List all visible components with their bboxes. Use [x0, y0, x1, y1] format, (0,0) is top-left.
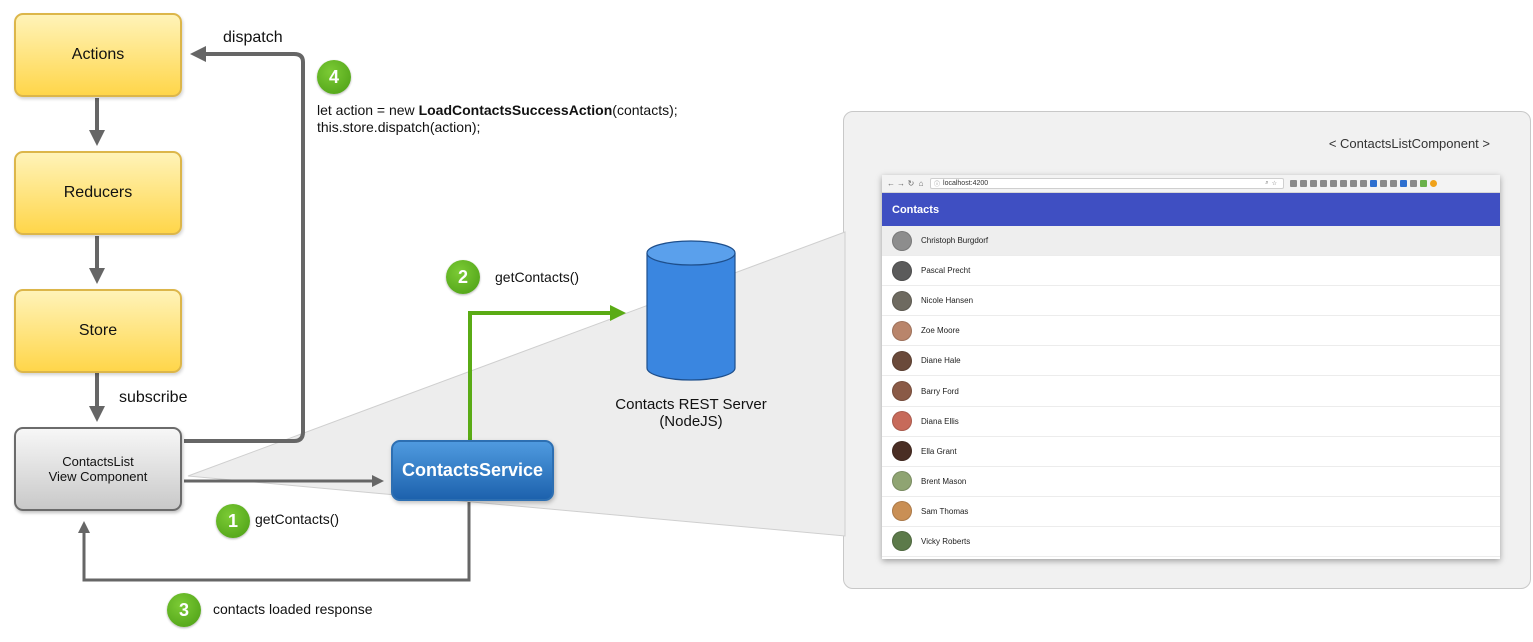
contact-name: Diane Hale	[921, 356, 961, 366]
reducers-box: Reducers	[14, 151, 182, 235]
step-badge-2: 2	[446, 260, 480, 294]
component-tag: < ContactsListComponent >	[1328, 136, 1490, 151]
avatar	[892, 350, 912, 371]
contact-list-item[interactable]: Ella Grant	[882, 437, 1500, 467]
actions-box: Actions	[14, 13, 182, 97]
forward-icon[interactable]: →	[897, 179, 905, 188]
avatar	[892, 381, 912, 402]
code-line-2: this.store.dispatch(action);	[317, 119, 481, 135]
contact-list-item[interactable]: Zoe Moore	[882, 316, 1500, 347]
avatar	[892, 230, 912, 251]
arrow-dispatch	[184, 46, 305, 443]
view-component-box: ContactsList View Component	[14, 427, 182, 511]
step-2-label: getContacts()	[495, 269, 580, 285]
store-box: Store	[14, 289, 182, 373]
actions-label: Actions	[71, 46, 125, 63]
code-line-1: let action = new LoadContactsSuccessActi…	[317, 102, 678, 119]
contact-list-item[interactable]: Diane Hale	[882, 346, 1500, 377]
extension-icon[interactable]	[1390, 180, 1397, 187]
extension-icon[interactable]	[1330, 180, 1337, 187]
avatar	[892, 501, 912, 522]
contact-list-item[interactable]: Brent Mason	[882, 467, 1500, 497]
address-bar[interactable]: ⓘ localhost:4200 ⌕ ☆	[930, 178, 1284, 189]
contact-name: Christoph Burgdorf	[921, 236, 989, 246]
contact-list-item[interactable]: Nicole Hansen	[882, 286, 1500, 317]
extension-icon[interactable]	[1290, 180, 1297, 187]
avatar	[892, 471, 912, 492]
subscribe-label: subscribe	[119, 389, 188, 406]
contact-name: Nicole Hansen	[921, 296, 974, 306]
avatar	[892, 260, 912, 281]
contact-name: Brent Mason	[921, 476, 967, 486]
step-1-label: getContacts()	[255, 511, 340, 527]
browser-toolbar: ← → ↻ ⌂ ⓘ localhost:4200 ⌕ ☆	[882, 175, 1500, 193]
extension-icon[interactable]	[1310, 180, 1317, 187]
contact-name: Ella Grant	[921, 446, 957, 456]
server-name: Contacts REST Server	[615, 396, 767, 413]
avatar	[892, 441, 912, 462]
database-cylinder	[646, 240, 736, 381]
extension-icon[interactable]	[1360, 180, 1367, 187]
contact-list-item[interactable]: Diana Ellis	[882, 407, 1500, 437]
reducers-label: Reducers	[63, 184, 133, 201]
contacts-service-box: ContactsService	[391, 440, 554, 501]
contacts-service-label: ContactsService	[401, 460, 544, 480]
step-badge-3: 3	[167, 593, 201, 627]
view-component-label-line1: ContactsList	[62, 454, 134, 469]
back-icon[interactable]: ←	[887, 179, 895, 188]
contact-list-item[interactable]: Barry Ford	[882, 376, 1500, 407]
extension-icon[interactable]	[1350, 180, 1357, 187]
server-label: Contacts REST Server (NodeJS)	[590, 396, 792, 430]
contact-list-item[interactable]: Vicky Roberts	[882, 527, 1500, 558]
address-url: localhost:4200	[943, 180, 989, 187]
avatar	[892, 411, 912, 432]
extension-icon[interactable]	[1410, 180, 1417, 187]
home-icon[interactable]: ⌂	[918, 179, 924, 188]
avatar	[892, 531, 912, 552]
app-toolbar: Contacts	[882, 193, 1500, 226]
contact-name: Vicky Roberts	[921, 536, 971, 546]
extension-icon[interactable]	[1340, 180, 1347, 187]
code-line-1-prefix: let action = new	[317, 102, 419, 118]
app-toolbar-title: Contacts	[892, 203, 940, 216]
dispatch-label: dispatch	[223, 29, 283, 46]
extension-icons	[1290, 180, 1437, 187]
arrow-service-to-server	[468, 305, 626, 440]
step-badge-4: 4	[317, 60, 351, 94]
contact-list-item[interactable]: Christoph Burgdorf	[882, 226, 1500, 257]
extension-icon[interactable]	[1420, 180, 1427, 187]
store-label: Store	[78, 322, 118, 339]
contact-name: Pascal Precht	[921, 266, 971, 276]
step-badge-1: 1	[216, 504, 250, 538]
code-line-1-suffix: (contacts);	[612, 102, 678, 118]
server-runtime: (NodeJS)	[659, 413, 723, 430]
extension-icon[interactable]	[1400, 180, 1407, 187]
contact-name: Diana Ellis	[921, 416, 959, 426]
zoom-icon[interactable]: ⌕	[1265, 180, 1269, 186]
contact-name: Zoe Moore	[921, 326, 960, 336]
contact-name: Barry Ford	[921, 386, 959, 396]
extension-icon[interactable]	[1430, 180, 1437, 187]
contact-list-item[interactable]: Pascal Precht	[882, 256, 1500, 287]
dispatch-code: let action = new LoadContactsSuccessActi…	[317, 102, 678, 136]
code-line-1-action-class: LoadContactsSuccessAction	[418, 102, 613, 118]
contact-list-item[interactable]: Sam Thomas	[882, 497, 1500, 527]
extension-icon[interactable]	[1300, 180, 1307, 187]
extension-icon[interactable]	[1320, 180, 1327, 187]
step-3-label: contacts loaded response	[213, 601, 373, 617]
contacts-list: Christoph Burgdorf Pascal Precht Nicole …	[882, 226, 1500, 558]
contact-name: Sam Thomas	[921, 506, 969, 516]
star-icon[interactable]: ☆	[1271, 181, 1277, 187]
avatar	[892, 320, 912, 341]
arrow-response	[78, 502, 471, 582]
extension-icon[interactable]	[1370, 180, 1377, 187]
info-icon: ⓘ	[934, 182, 941, 188]
browser-window: ← → ↻ ⌂ ⓘ localhost:4200 ⌕ ☆	[882, 175, 1500, 559]
avatar	[892, 290, 912, 311]
reload-icon[interactable]: ↻	[907, 179, 915, 188]
extension-icon[interactable]	[1380, 180, 1387, 187]
view-component-label-line2: View Component	[48, 469, 148, 484]
